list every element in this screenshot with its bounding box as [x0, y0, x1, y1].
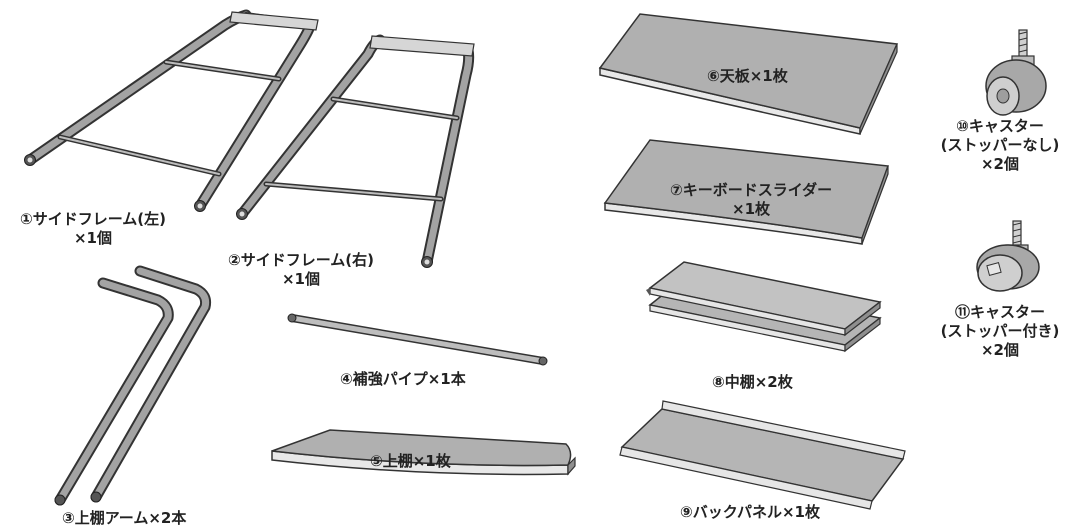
- side-frame-left-illustration: [24, 9, 319, 212]
- upper-shelf-arm-illustration: [54, 265, 212, 506]
- caster-no-stopper-illustration: [985, 29, 1047, 116]
- side-frame-right-illustration: [236, 34, 475, 268]
- label-keyboard-slider: ⑦キーボードスライダー×1枚: [670, 181, 833, 218]
- label-reinforcement-pipe: ④補強パイプ×1本: [340, 370, 466, 388]
- label-side-frame-left: ①サイドフレーム(左)×1個: [20, 210, 166, 247]
- caster-with-stopper-illustration: [976, 220, 1040, 292]
- label-upper-shelf: ⑤上棚×1枚: [370, 452, 451, 470]
- keyboard-slider-illustration: [603, 139, 890, 245]
- label-back-panel: ⑨バックパネル×1枚: [680, 503, 820, 521]
- label-caster-no-stopper: ⑩キャスター(ストッパーなし)×2個: [940, 117, 1060, 173]
- label-middle-shelf: ⑧中棚×2枚: [712, 373, 793, 391]
- label-top-board: ⑥天板×1枚: [707, 67, 788, 85]
- reinforcement-pipe-illustration: [287, 313, 548, 366]
- back-panel-illustration: [619, 400, 906, 510]
- middle-shelf-illustration: [646, 261, 882, 353]
- label-side-frame-right: ②サイドフレーム(右)×1個: [228, 251, 374, 288]
- upper-shelf-illustration: [271, 429, 576, 476]
- top-board-illustration: [598, 13, 899, 135]
- label-upper-shelf-arm: ③上棚アーム×2本: [62, 509, 187, 527]
- label-caster-with-stopper: ⑪キャスター(ストッパー付き)×2個: [940, 303, 1060, 359]
